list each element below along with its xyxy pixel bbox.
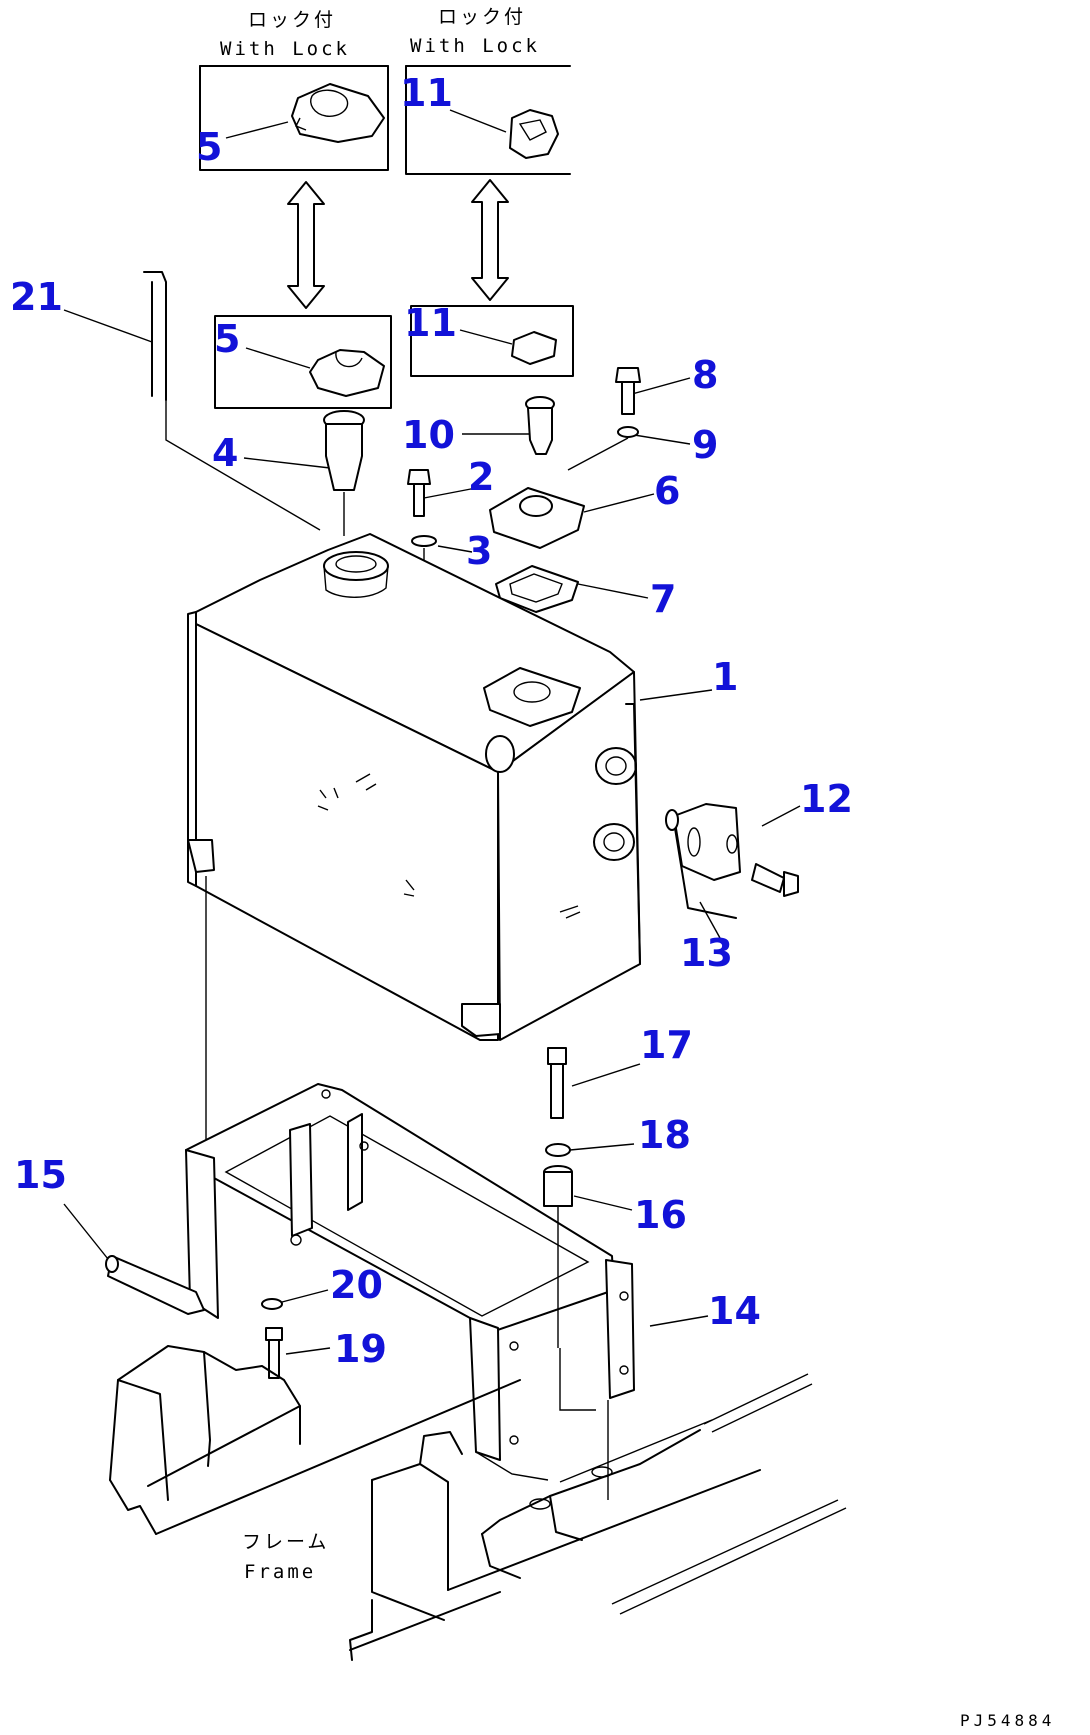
inset-lock-cap-left: ロック付 With Lock [199, 9, 389, 171]
part-16-spacer [543, 1165, 609, 1500]
callout-11-top: 11 [400, 71, 453, 115]
part-12-bolt [751, 863, 799, 897]
lock-caption-left-en: With Lock [220, 38, 350, 60]
inset-lock-cap-right: ロック付 With Lock [405, 6, 571, 175]
callout-1: 1 [712, 655, 738, 699]
callouts: 1 2 3 4 5 5 6 7 8 9 10 11 11 12 13 14 15… [10, 71, 853, 1371]
callout-13: 13 [680, 931, 733, 975]
callout-14: 14 [708, 1289, 761, 1333]
part-18-washer [545, 1143, 571, 1157]
callout-7: 7 [650, 577, 676, 621]
callout-17: 17 [640, 1023, 693, 1067]
callout-10: 10 [402, 413, 455, 457]
part-6-cover [489, 487, 585, 549]
frame-caption-en: Frame [244, 1561, 316, 1583]
swap-arrow-right [471, 179, 509, 301]
drawing-code: PJ54884 [960, 1711, 1055, 1730]
callout-12: 12 [800, 777, 853, 821]
lock-caption-right-jp: ロック付 [438, 6, 526, 28]
callout-19: 19 [334, 1327, 387, 1371]
callout-9: 9 [692, 423, 718, 467]
callout-18: 18 [638, 1113, 691, 1157]
callout-8: 8 [692, 353, 718, 397]
frame-caption-jp: フレーム [242, 1531, 329, 1553]
callout-15: 15 [14, 1153, 67, 1197]
part-10-breather [525, 396, 555, 455]
callout-20: 20 [330, 1263, 383, 1307]
callout-21: 21 [10, 275, 63, 319]
callout-5-mid: 5 [214, 317, 240, 361]
part-8-bolt [615, 367, 641, 415]
part-13-bracket [665, 803, 741, 919]
part-2-bolt [407, 469, 431, 517]
callout-3: 3 [466, 529, 492, 573]
part-1-hydraulic-tank [187, 533, 641, 1160]
callout-6: 6 [654, 469, 680, 513]
part-15-bracket [105, 1255, 205, 1315]
part-21-gauge-rod [143, 271, 321, 531]
lock-caption-right-en: With Lock [410, 35, 540, 57]
part-14-stand [185, 1083, 635, 1481]
swap-arrow-left [287, 181, 325, 309]
part-9-washer [567, 426, 639, 471]
part-19-bolt [265, 1327, 283, 1379]
lock-caption-left-jp: ロック付 [248, 9, 336, 31]
callout-11-mid: 11 [404, 301, 457, 345]
callout-2: 2 [468, 455, 494, 499]
leader-lines [63, 109, 801, 1355]
part-17-bolt [547, 1047, 567, 1119]
callout-5-top: 5 [196, 125, 222, 169]
callout-16: 16 [634, 1193, 687, 1237]
part-20-washer [261, 1298, 283, 1310]
part-4-filler-neck [323, 410, 365, 536]
inset-cap-standard [214, 315, 392, 409]
callout-4: 4 [212, 431, 238, 475]
inset-cap-lock-small [410, 305, 574, 377]
machine-frame [109, 1345, 847, 1661]
